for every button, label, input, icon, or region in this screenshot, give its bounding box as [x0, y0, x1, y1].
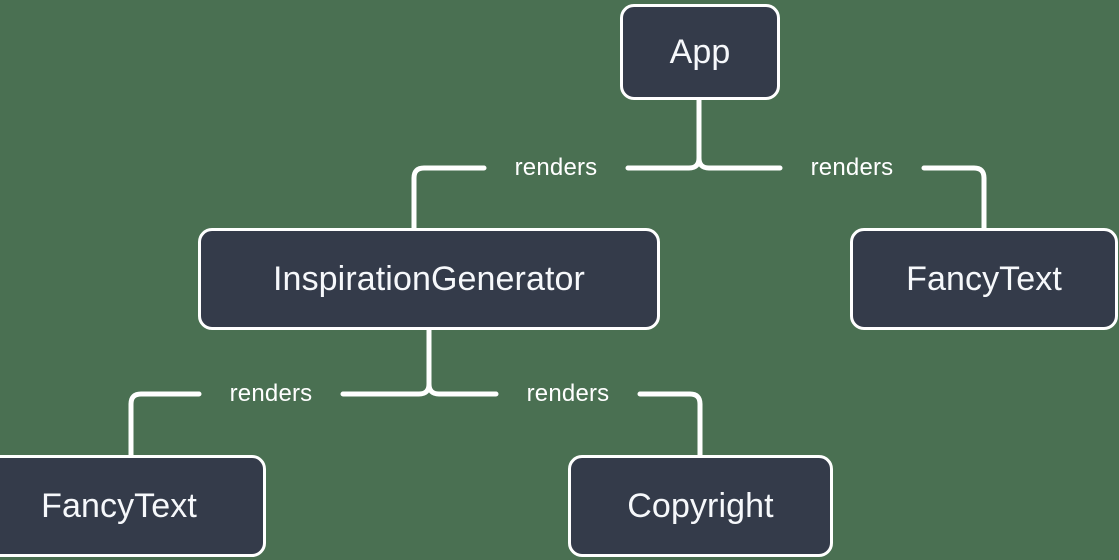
node-fancytext-left[interactable]: FancyText	[0, 455, 266, 557]
edge-label-app-to-fancytext-right: renders	[810, 154, 894, 181]
edge-label-inspiration-generator-to-fancytext-left: renders	[229, 380, 313, 407]
node-inspiration-generator[interactable]: InspirationGenerator	[198, 228, 660, 330]
node-app[interactable]: App	[620, 4, 780, 100]
node-fancytext-right[interactable]: FancyText	[850, 228, 1118, 330]
edge-label-inspiration-generator-to-copyright: renders	[526, 380, 610, 407]
node-copyright[interactable]: Copyright	[568, 455, 833, 557]
edge-label-app-to-inspiration-generator: renders	[514, 154, 598, 181]
